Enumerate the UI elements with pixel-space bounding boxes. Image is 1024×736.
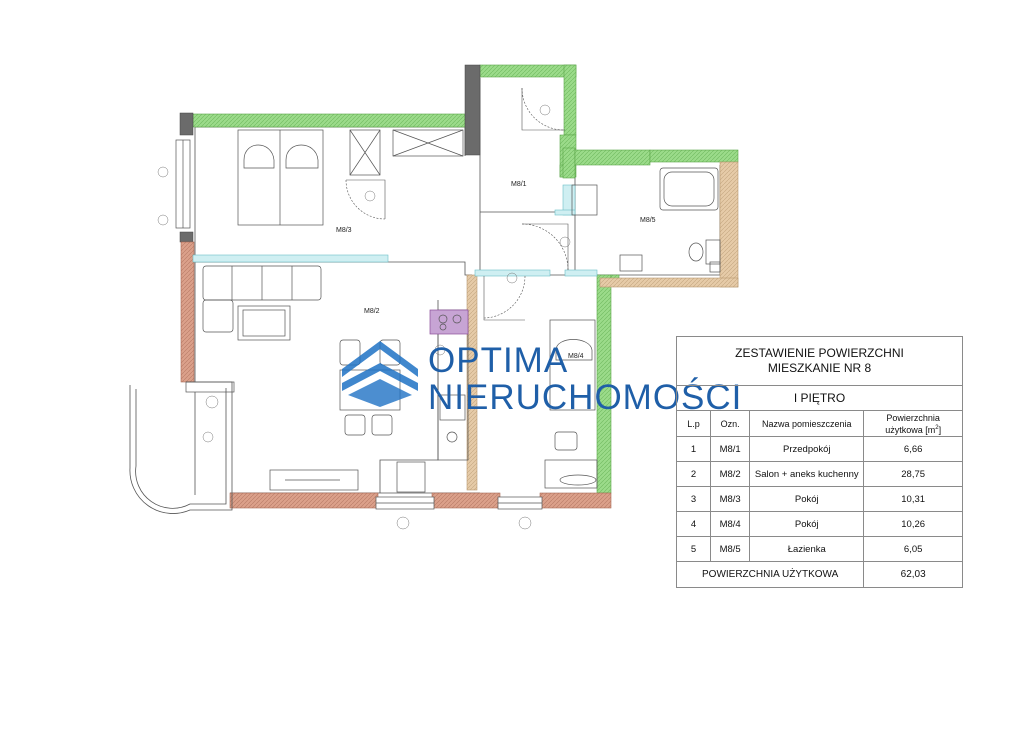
header-area-line2: użytkowa [m — [885, 424, 936, 435]
concrete-columns — [179, 64, 481, 243]
total-label: POWIERZCHNIA UŻYTKOWA — [675, 561, 865, 588]
table-header-row: L.p Ozn. Nazwa pomieszczenia Powierzchni… — [675, 410, 963, 437]
room-labels: M8/1 M8/2 M8/3 M8/4 M8/5 — [336, 181, 656, 360]
cell-area: 10,31 — [863, 486, 963, 512]
header-name: Nazwa pomieszczenia — [749, 410, 865, 437]
floor-label: I PIĘTRO — [676, 385, 963, 411]
table-title-line2: MIESZKANIE NR 8 — [767, 361, 872, 375]
header-area-line1: Powierzchnia — [886, 412, 940, 423]
room-label-m82: M8/2 — [364, 308, 380, 315]
cell-area: 28,75 — [863, 461, 963, 487]
cell-name: Łazienka — [749, 536, 865, 562]
table-row: 2 M8/2 Salon + aneks kuchenny 28,75 — [675, 461, 963, 487]
living-furniture — [202, 265, 359, 491]
table-title-line1: ZESTAWIENIE POWIERZCHNI — [735, 346, 904, 360]
optima-house-logo — [342, 341, 418, 407]
cell-lp: 1 — [675, 436, 712, 462]
cell-area: 10,26 — [863, 511, 963, 537]
balcony — [129, 381, 233, 514]
table-title-row: ZESTAWIENIE POWIERZCHNI MIESZKANIE NR 8 — [676, 336, 963, 386]
cell-name: Przedpokój — [749, 436, 865, 462]
table-row: 1 M8/1 Przedpokój 6,66 — [675, 436, 963, 462]
room-label-m85: M8/5 — [640, 217, 656, 224]
dimension-markers — [157, 104, 571, 530]
kitchen — [396, 309, 469, 493]
cell-ozn: M8/3 — [710, 486, 751, 512]
optima-watermark: OPTIMA NIERUCHOMOŚCI — [340, 325, 741, 417]
bathroom-fixtures — [571, 167, 721, 273]
area-summary-table: ZESTAWIENIE POWIERZCHNI MIESZKANIE NR 8 … — [675, 336, 963, 588]
cell-area: 6,66 — [863, 436, 963, 462]
header-area-close: ] — [938, 424, 942, 435]
exterior-walls-green — [192, 64, 739, 494]
table-total-row: POWIERZCHNIA UŻYTKOWA 62,03 — [675, 561, 963, 588]
bedroom-m84-furniture — [544, 319, 598, 489]
header-lp: L.p — [675, 410, 712, 437]
cell-ozn: M8/4 — [710, 511, 751, 537]
cell-lp: 3 — [675, 486, 712, 512]
table-row: 3 M8/3 Pokój 10,31 — [675, 486, 963, 512]
cell-name: Pokój — [749, 486, 865, 512]
wardrobes — [349, 129, 464, 176]
doors — [345, 87, 569, 321]
walls-beige — [466, 161, 739, 491]
header-area-sup: 2 — [935, 424, 939, 431]
walls-brown — [180, 241, 612, 509]
cell-lp: 5 — [675, 536, 712, 562]
watermark-line1: OPTIMA — [428, 341, 569, 380]
bed-room-m83 — [237, 129, 324, 226]
cell-name: Salon + aneks kuchenny — [749, 461, 865, 487]
cell-ozn: M8/2 — [710, 461, 751, 487]
cell-ozn: M8/5 — [710, 536, 751, 562]
cell-name: Pokój — [749, 511, 865, 537]
table-row: 5 M8/5 Łazienka 6,05 — [675, 536, 963, 562]
room-label-m83: M8/3 — [336, 227, 352, 234]
cell-lp: 4 — [675, 511, 712, 537]
table-title: ZESTAWIENIE POWIERZCHNI MIESZKANIE NR 8 — [676, 336, 963, 386]
header-area: Powierzchnia użytkowa [m2] — [863, 410, 963, 437]
header-ozn: Ozn. — [710, 410, 751, 437]
table-floor-row: I PIĘTRO — [676, 385, 963, 411]
cell-lp: 2 — [675, 461, 712, 487]
windows — [175, 139, 543, 510]
cell-area: 6,05 — [863, 536, 963, 562]
room-label-m81: M8/1 — [511, 181, 527, 188]
cell-ozn: M8/1 — [710, 436, 751, 462]
total-value: 62,03 — [863, 561, 963, 588]
room-label-m84: M8/4 — [568, 353, 584, 360]
table-row: 4 M8/4 Pokój 10,26 — [675, 511, 963, 537]
